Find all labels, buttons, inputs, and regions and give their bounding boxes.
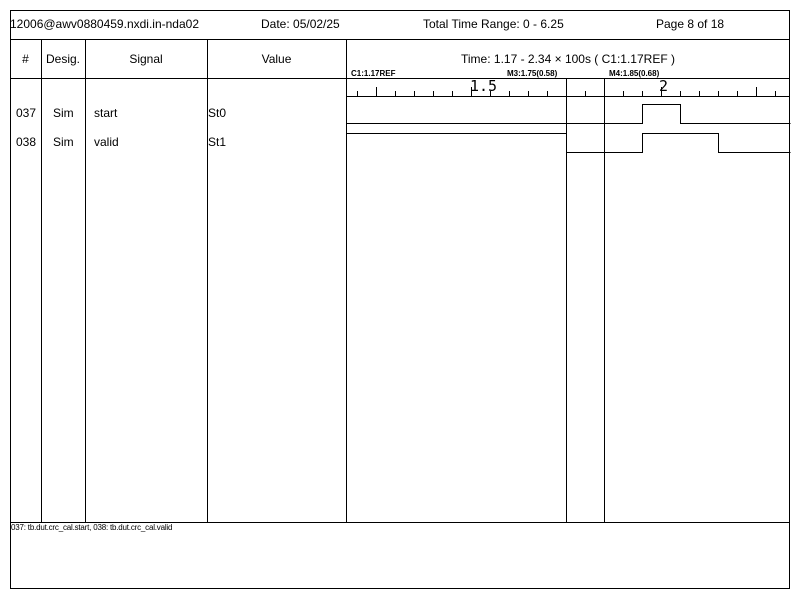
row-037-designator: Sim	[53, 106, 74, 120]
row-037-number: 037	[16, 106, 37, 120]
column-header-value: Value	[261, 52, 292, 66]
column-header-number: #	[22, 52, 29, 66]
footer-signal-paths: 037: tb.dut.crc_cal.start, 038: tb.dut.c…	[11, 523, 173, 532]
row-038-number: 038	[16, 135, 37, 149]
outer-border	[10, 10, 790, 589]
total-time-range: Total Time Range: 0 - 6.25	[423, 17, 564, 31]
row-038-signal-name[interactable]: valid	[94, 135, 119, 149]
marker-m4-label: M4:1.85(0.68)	[609, 69, 660, 78]
cursor-ref-label: C1:1.17REF	[351, 69, 396, 78]
ruler-major-label-1-5: 1.5	[470, 77, 498, 95]
column-header-signal: Signal	[129, 52, 163, 66]
row-038-value: St1	[208, 135, 227, 149]
waveform-start[interactable]	[346, 104, 791, 124]
ruler-major-label-2: 2	[659, 77, 669, 95]
page-number: Page 8 of 18	[656, 17, 725, 31]
column-header-time: Time: 1.17 - 2.34 × 100s ( C1:1.17REF )	[461, 52, 675, 66]
waveform-valid[interactable]	[346, 133, 791, 153]
row-038-designator: Sim	[53, 135, 74, 149]
row-037-value: St0	[208, 106, 227, 120]
print-date: Date: 05/02/25	[261, 17, 340, 31]
marker-m3-label: M3:1.75(0.58)	[507, 69, 558, 78]
column-header-designator: Desig.	[45, 52, 80, 66]
row-037-signal-name[interactable]: start	[94, 106, 118, 120]
user-host-label: 12006@awv0880459.nxdi.in-nda02	[10, 17, 199, 31]
